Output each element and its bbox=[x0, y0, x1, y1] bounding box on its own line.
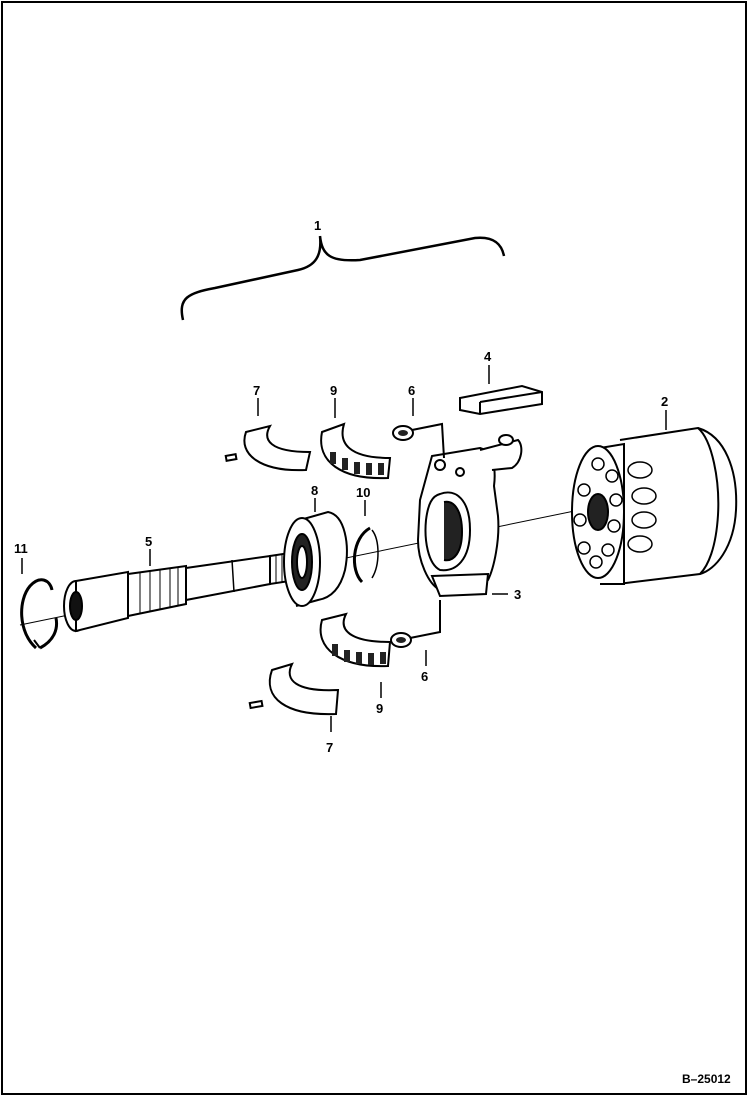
callout-9-upper: 9 bbox=[330, 383, 337, 398]
cylinder-block-part bbox=[571, 426, 738, 585]
lower-roller-cage-part bbox=[319, 612, 392, 668]
callout-6-upper: 6 bbox=[408, 383, 415, 398]
callout-7-upper: 7 bbox=[253, 383, 260, 398]
block-part bbox=[459, 384, 543, 416]
callout-11: 11 bbox=[14, 541, 28, 556]
callout-10: 10 bbox=[356, 485, 370, 500]
snap-ring-part bbox=[20, 578, 59, 650]
upper-spring-pin-part bbox=[392, 422, 445, 459]
callout-5: 5 bbox=[145, 534, 152, 549]
assembly-brace bbox=[180, 235, 506, 321]
callout-4: 4 bbox=[484, 349, 492, 364]
lower-bearing-shell-part bbox=[248, 662, 340, 716]
swashplate-part bbox=[416, 434, 523, 598]
lower-spring-pin-part bbox=[390, 600, 441, 648]
callout-2: 2 bbox=[661, 394, 668, 409]
leader-lines bbox=[21, 365, 667, 732]
callout-7-lower: 7 bbox=[326, 740, 333, 755]
callout-3: 3 bbox=[514, 587, 521, 602]
callout-9-lower: 9 bbox=[376, 701, 383, 716]
callout-8: 8 bbox=[311, 483, 318, 498]
shaft-part bbox=[63, 550, 297, 633]
figure-number: B–25012 bbox=[682, 1072, 731, 1086]
upper-roller-cage-part bbox=[320, 422, 392, 480]
bearing-part bbox=[283, 510, 348, 607]
callout-6-lower: 6 bbox=[421, 669, 428, 684]
retaining-ring-part bbox=[352, 526, 379, 584]
upper-bearing-shell-part bbox=[224, 424, 312, 472]
callout-1: 1 bbox=[314, 218, 321, 233]
